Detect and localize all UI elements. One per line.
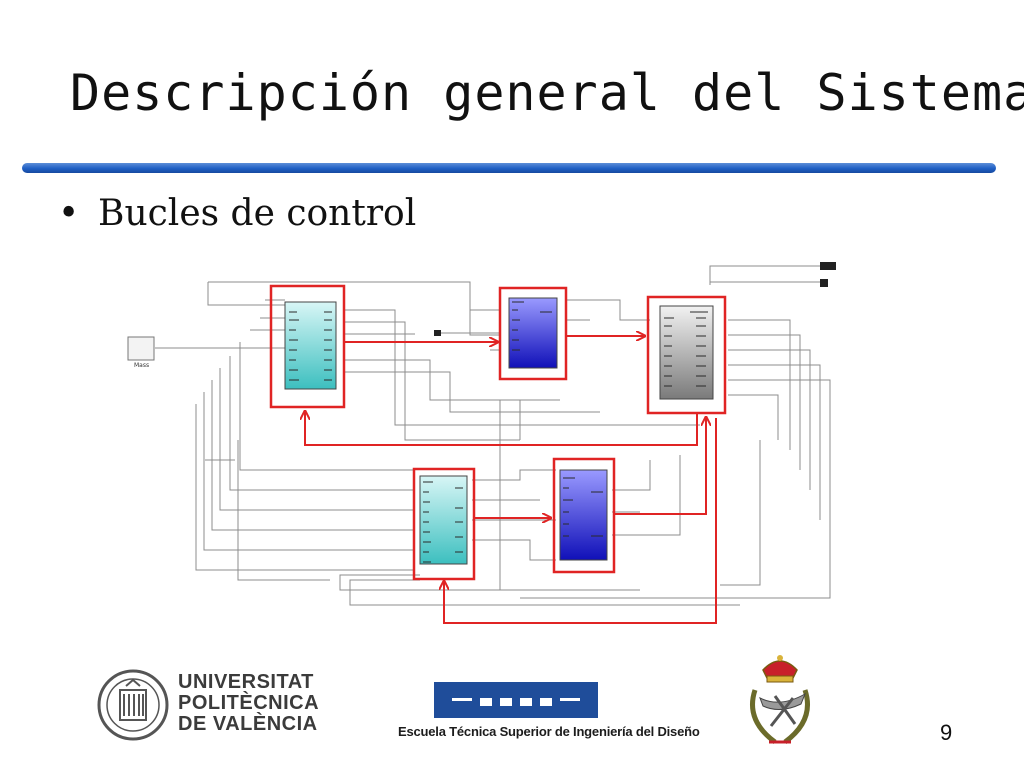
controller-block-cyan-bottom (419, 475, 468, 565)
slide-number: 9 (940, 720, 953, 745)
block-port-labels (289, 301, 708, 563)
highlight-boxes (269, 284, 727, 581)
bullet-item: • Bucles de control (58, 193, 416, 234)
bullet-text: Bucles de control (98, 193, 417, 234)
title-underline (22, 163, 996, 173)
signal-wires (155, 265, 831, 606)
flow-arrow (444, 418, 717, 624)
source-block (127, 336, 155, 361)
controller-block-cyan-top (284, 301, 337, 390)
highlight-box (269, 284, 346, 409)
source-block-label: Mass (134, 362, 149, 369)
highlight-arrows (305, 336, 717, 624)
etsid-logo-text: Escuela Técnica Superior de Ingeniería d… (398, 724, 700, 739)
highlight-box (498, 286, 568, 381)
highlight-box (552, 457, 616, 574)
military-crest-icon (750, 655, 810, 745)
upv-logo-text: UNIVERSITAT POLITÈCNICA DE VALÈNCIA (178, 672, 319, 735)
etsid-logo-mark (434, 682, 598, 718)
flow-arrow (305, 412, 698, 446)
flow-arrow (614, 418, 706, 515)
controller-block-blue-top (508, 297, 558, 369)
upv-logo-line: UNIVERSITAT (178, 671, 314, 693)
highlight-box (646, 295, 727, 415)
terminal-block (820, 279, 828, 287)
terminal-block (434, 330, 441, 336)
terminal-block (820, 262, 836, 270)
upv-logo-line: POLITÈCNICA (178, 692, 320, 714)
controller-block-blue-bottom (559, 469, 608, 561)
bullet-dot-icon: • (58, 193, 80, 234)
etsid-squares-icon (452, 698, 580, 706)
plant-block-gray (659, 305, 714, 400)
slide-title: Descripción general del Sistema (70, 64, 1024, 122)
upv-seal-icon (97, 669, 169, 741)
highlight-box (412, 467, 476, 581)
upv-logo-line: DE VALÈNCIA (178, 713, 318, 735)
